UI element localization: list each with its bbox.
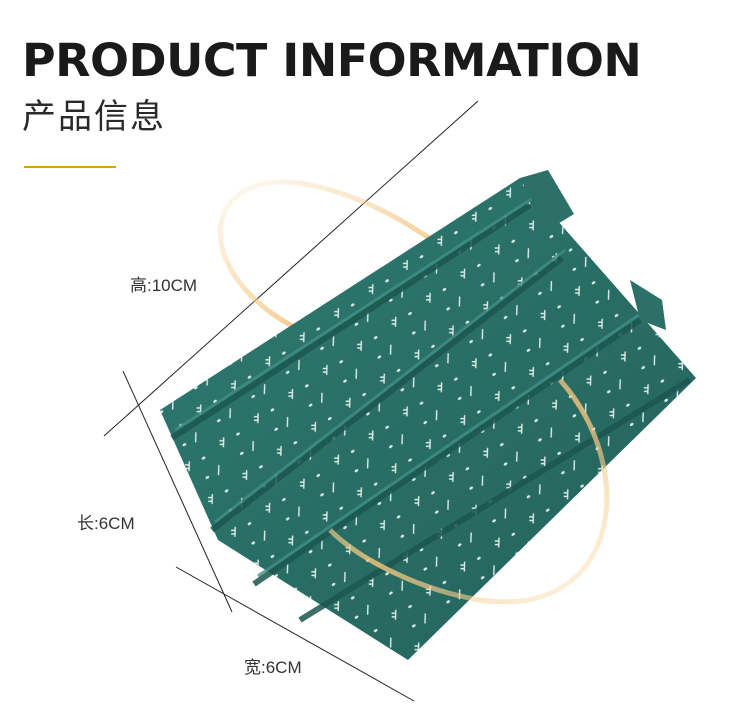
glow-ring-front bbox=[328, 378, 610, 605]
accent-underline bbox=[24, 166, 116, 168]
dimension-lines bbox=[103, 100, 479, 702]
length-label: 长:6CM bbox=[77, 514, 135, 533]
height-label: 高:10CM bbox=[130, 276, 198, 295]
page-title: PRODUCT INFORMATION bbox=[22, 34, 642, 87]
width-label: 宽:6CM bbox=[244, 658, 302, 677]
product-image bbox=[160, 170, 696, 660]
page-subtitle: 产品信息 bbox=[22, 97, 166, 137]
